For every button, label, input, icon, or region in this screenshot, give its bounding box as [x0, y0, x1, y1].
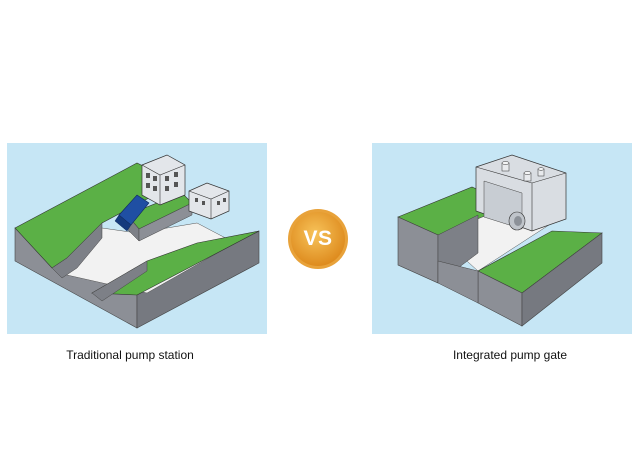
vs-label: VS	[303, 227, 333, 250]
integrated-pump-gate-drawing	[372, 143, 632, 334]
vs-circle-icon	[288, 209, 348, 269]
traditional-pump-station-illustration	[7, 143, 267, 334]
vs-badge: VS	[287, 208, 349, 270]
traditional-pump-station-drawing	[7, 143, 267, 334]
caption-integrated-pump-gate: Integrated pump gate	[452, 348, 568, 362]
integrated-pump-gate-illustration	[372, 143, 632, 334]
caption-traditional-pump-station: Traditional pump station	[66, 348, 194, 362]
